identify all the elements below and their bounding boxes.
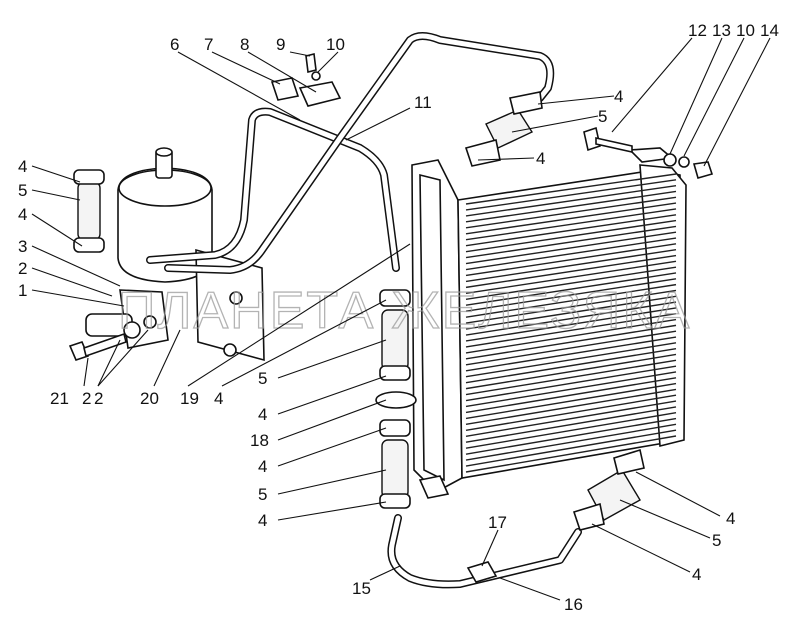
- radiator-fin-line: [465, 406, 677, 443]
- callout-4: 4: [258, 511, 267, 530]
- radiator-fin-line: [465, 283, 677, 318]
- radiator-fin-line: [465, 307, 677, 342]
- radiator-fin-line: [465, 347, 677, 384]
- radiator-fin-line: [465, 423, 677, 461]
- radiator-fin-line: [465, 394, 677, 432]
- callout-4: 4: [726, 509, 735, 528]
- callout-8: 8: [240, 35, 249, 54]
- oil-pipes: [146, 32, 582, 589]
- radiator-fin-line: [465, 272, 677, 306]
- callout-4: 4: [536, 149, 545, 168]
- radiator-fin-line: [465, 388, 677, 426]
- radiator-fin-line: [465, 400, 677, 437]
- callout-13: 13: [712, 21, 731, 40]
- callout-5: 5: [258, 369, 267, 388]
- callout-5: 5: [598, 107, 607, 126]
- radiator-fin-line: [465, 365, 677, 402]
- callout-20: 20: [140, 389, 159, 408]
- radiator-fin-line: [465, 295, 677, 330]
- callout-14: 14: [760, 21, 779, 40]
- callout-5: 5: [18, 181, 27, 200]
- bolt-21: [68, 332, 127, 361]
- oil-cooler-radiator: [411, 147, 687, 499]
- radiator-fin-line: [465, 336, 677, 372]
- callout-6: 6: [170, 35, 179, 54]
- radiator-fin-line: [465, 382, 677, 420]
- radiator-fin-line: [465, 208, 677, 241]
- radiator-fin-line: [465, 313, 677, 348]
- watermark: ПЛАНЕТА ЖЕЛЕЗЯКА: [118, 282, 691, 340]
- fasteners-right: [583, 126, 714, 179]
- radiator-fin-line: [465, 202, 677, 235]
- callout-4: 4: [614, 87, 623, 106]
- radiator-fin-line: [465, 184, 677, 217]
- radiator-fin-line: [465, 179, 677, 211]
- radiator-fin-line: [465, 254, 677, 289]
- radiator-fins: [465, 173, 677, 473]
- callout-19: 19: [180, 389, 199, 408]
- radiator-fin-line: [465, 173, 677, 205]
- callout-10: 10: [736, 21, 755, 40]
- radiator-fin-line: [465, 377, 677, 414]
- radiator-fin-line: [465, 289, 677, 324]
- radiator-fin-line: [465, 196, 677, 229]
- callout-4: 4: [258, 405, 267, 424]
- callout-4: 4: [692, 565, 701, 584]
- callout-5: 5: [712, 531, 721, 550]
- callout-11: 11: [414, 93, 432, 112]
- radiator-fin-line: [465, 359, 677, 396]
- radiator-fin-line: [465, 231, 677, 265]
- callout-4: 4: [214, 389, 223, 408]
- callout-4: 4: [18, 157, 27, 176]
- callout-18: 18: [250, 431, 269, 450]
- radiator-fin-line: [465, 435, 677, 473]
- callout-4: 4: [18, 205, 27, 224]
- radiator-fin-line: [465, 330, 677, 366]
- hoses: [73, 91, 645, 531]
- radiator-fin-line: [465, 225, 677, 259]
- radiator-fin-line: [465, 412, 677, 449]
- radiator-fin-line: [465, 278, 677, 312]
- radiator-fin-line: [465, 342, 677, 378]
- radiator-fin-line: [465, 190, 677, 223]
- radiator-fin-line: [465, 301, 677, 336]
- callout-21: 21: [50, 389, 69, 408]
- radiator-fin-line: [465, 429, 677, 467]
- radiator-fin-line: [465, 260, 677, 295]
- callout-2: 2: [82, 389, 91, 408]
- radiator-fin-line: [465, 237, 677, 271]
- leader-lines: [31, 37, 771, 601]
- radiator-fin-line: [465, 248, 677, 283]
- clamp-assembly-top: [270, 53, 342, 107]
- callout-1: 1: [18, 281, 27, 300]
- callout-10: 10: [326, 35, 345, 54]
- callout-4: 4: [258, 457, 267, 476]
- callout-5: 5: [258, 485, 267, 504]
- radiator-fin-line: [465, 219, 677, 253]
- callout-2: 2: [94, 389, 103, 408]
- callout-15: 15: [352, 579, 371, 598]
- radiator-fin-line: [465, 353, 677, 390]
- radiator-fin-line: [465, 371, 677, 408]
- radiator-fin-line: [465, 214, 677, 247]
- radiator-fin-line: [465, 417, 677, 455]
- callout-3: 3: [18, 237, 27, 256]
- callout-16: 16: [564, 595, 583, 614]
- bracket-17: [466, 561, 498, 583]
- callout-2: 2: [18, 259, 27, 278]
- radiator-fin-line: [465, 266, 677, 300]
- callout-7: 7: [204, 35, 213, 54]
- radiator-fin-line: [465, 243, 677, 277]
- callout-17: 17: [488, 513, 507, 532]
- radiator-fin-line: [465, 318, 677, 354]
- callout-labels: 4 5 4 3 2 1 6 7 8 9 10 11 4 5 4 12 13 10…: [18, 21, 779, 614]
- radiator-fin-line: [465, 324, 677, 360]
- callout-12: 12: [688, 21, 707, 40]
- callout-9: 9: [276, 35, 285, 54]
